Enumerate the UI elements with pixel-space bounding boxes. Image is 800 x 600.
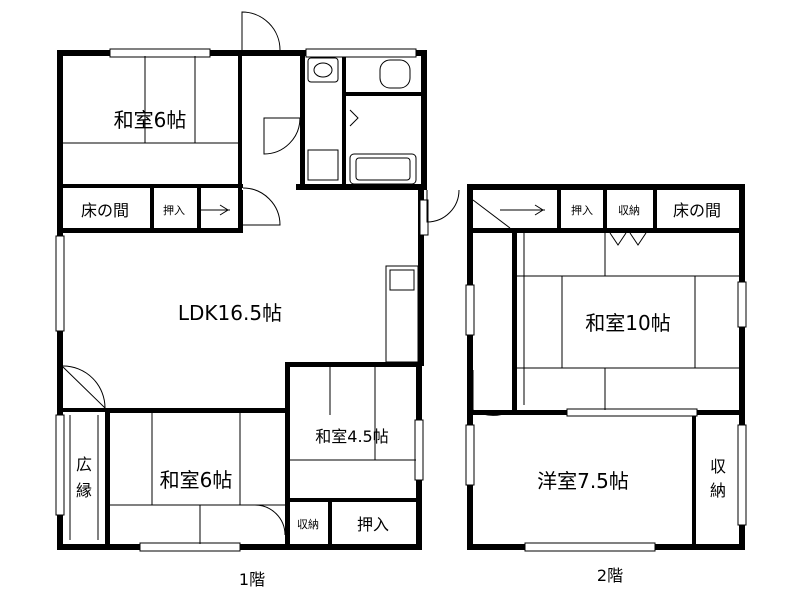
room-label: 押入 [571,203,593,217]
floor-2-windows [465,281,747,552]
floor-label: 1階 [239,570,265,589]
room-label: 収納 [297,518,319,531]
floor-label: 2階 [597,566,623,585]
room-label: 広 [76,455,92,474]
room-label: 洋室7.5帖 [537,469,629,493]
washbasin-icon [307,57,339,83]
room-label: 納 [710,481,726,500]
floor-2-labels: 押入 収納 床の間 和室10帖 洋室7.5帖 収 納 2階 [537,201,726,585]
floor-1-interior-walls [63,50,421,548]
floor-1-fixtures [200,57,419,363]
room-label: 縁 [76,481,92,500]
engawa-lines [69,415,99,540]
room-label: 収 [710,457,726,476]
room-label: 和室6帖 [160,468,233,492]
room-label: 和室10帖 [585,311,670,335]
floor-2: 押入 収納 床の間 和室10帖 洋室7.5帖 収 納 2階 [465,184,747,585]
floor-2-doors [472,232,647,416]
room-label: 床の間 [673,201,721,220]
kitchen-sink-icon [385,265,419,363]
floor-1-tatami-lines [63,56,416,544]
room-label: 和室4.5帖 [315,427,388,446]
toilet-icon [379,59,411,89]
floor-1-labels: 和室6帖 床の間 押入 LDK16.5帖 和室4.5帖 広 縁 和室6帖 収納 … [76,108,389,589]
room-label: 押入 [163,203,185,217]
floor-2-tatami-lines [517,233,739,410]
room-label: 収納 [618,204,640,217]
floor-1-windows [55,48,429,552]
room-label: 床の間 [81,201,129,220]
room-label: LDK16.5帖 [178,301,282,325]
room-label: 和室6帖 [114,108,187,132]
room-label: 押入 [357,515,389,534]
bathtub-icon [355,157,411,181]
floor-1: 和室6帖 床の間 押入 LDK16.5帖 和室4.5帖 広 縁 和室6帖 収納 … [55,11,460,589]
floor-2-stairs [472,199,545,229]
floor-1-doors [62,11,460,536]
floor-2-outer-walls [467,184,745,550]
